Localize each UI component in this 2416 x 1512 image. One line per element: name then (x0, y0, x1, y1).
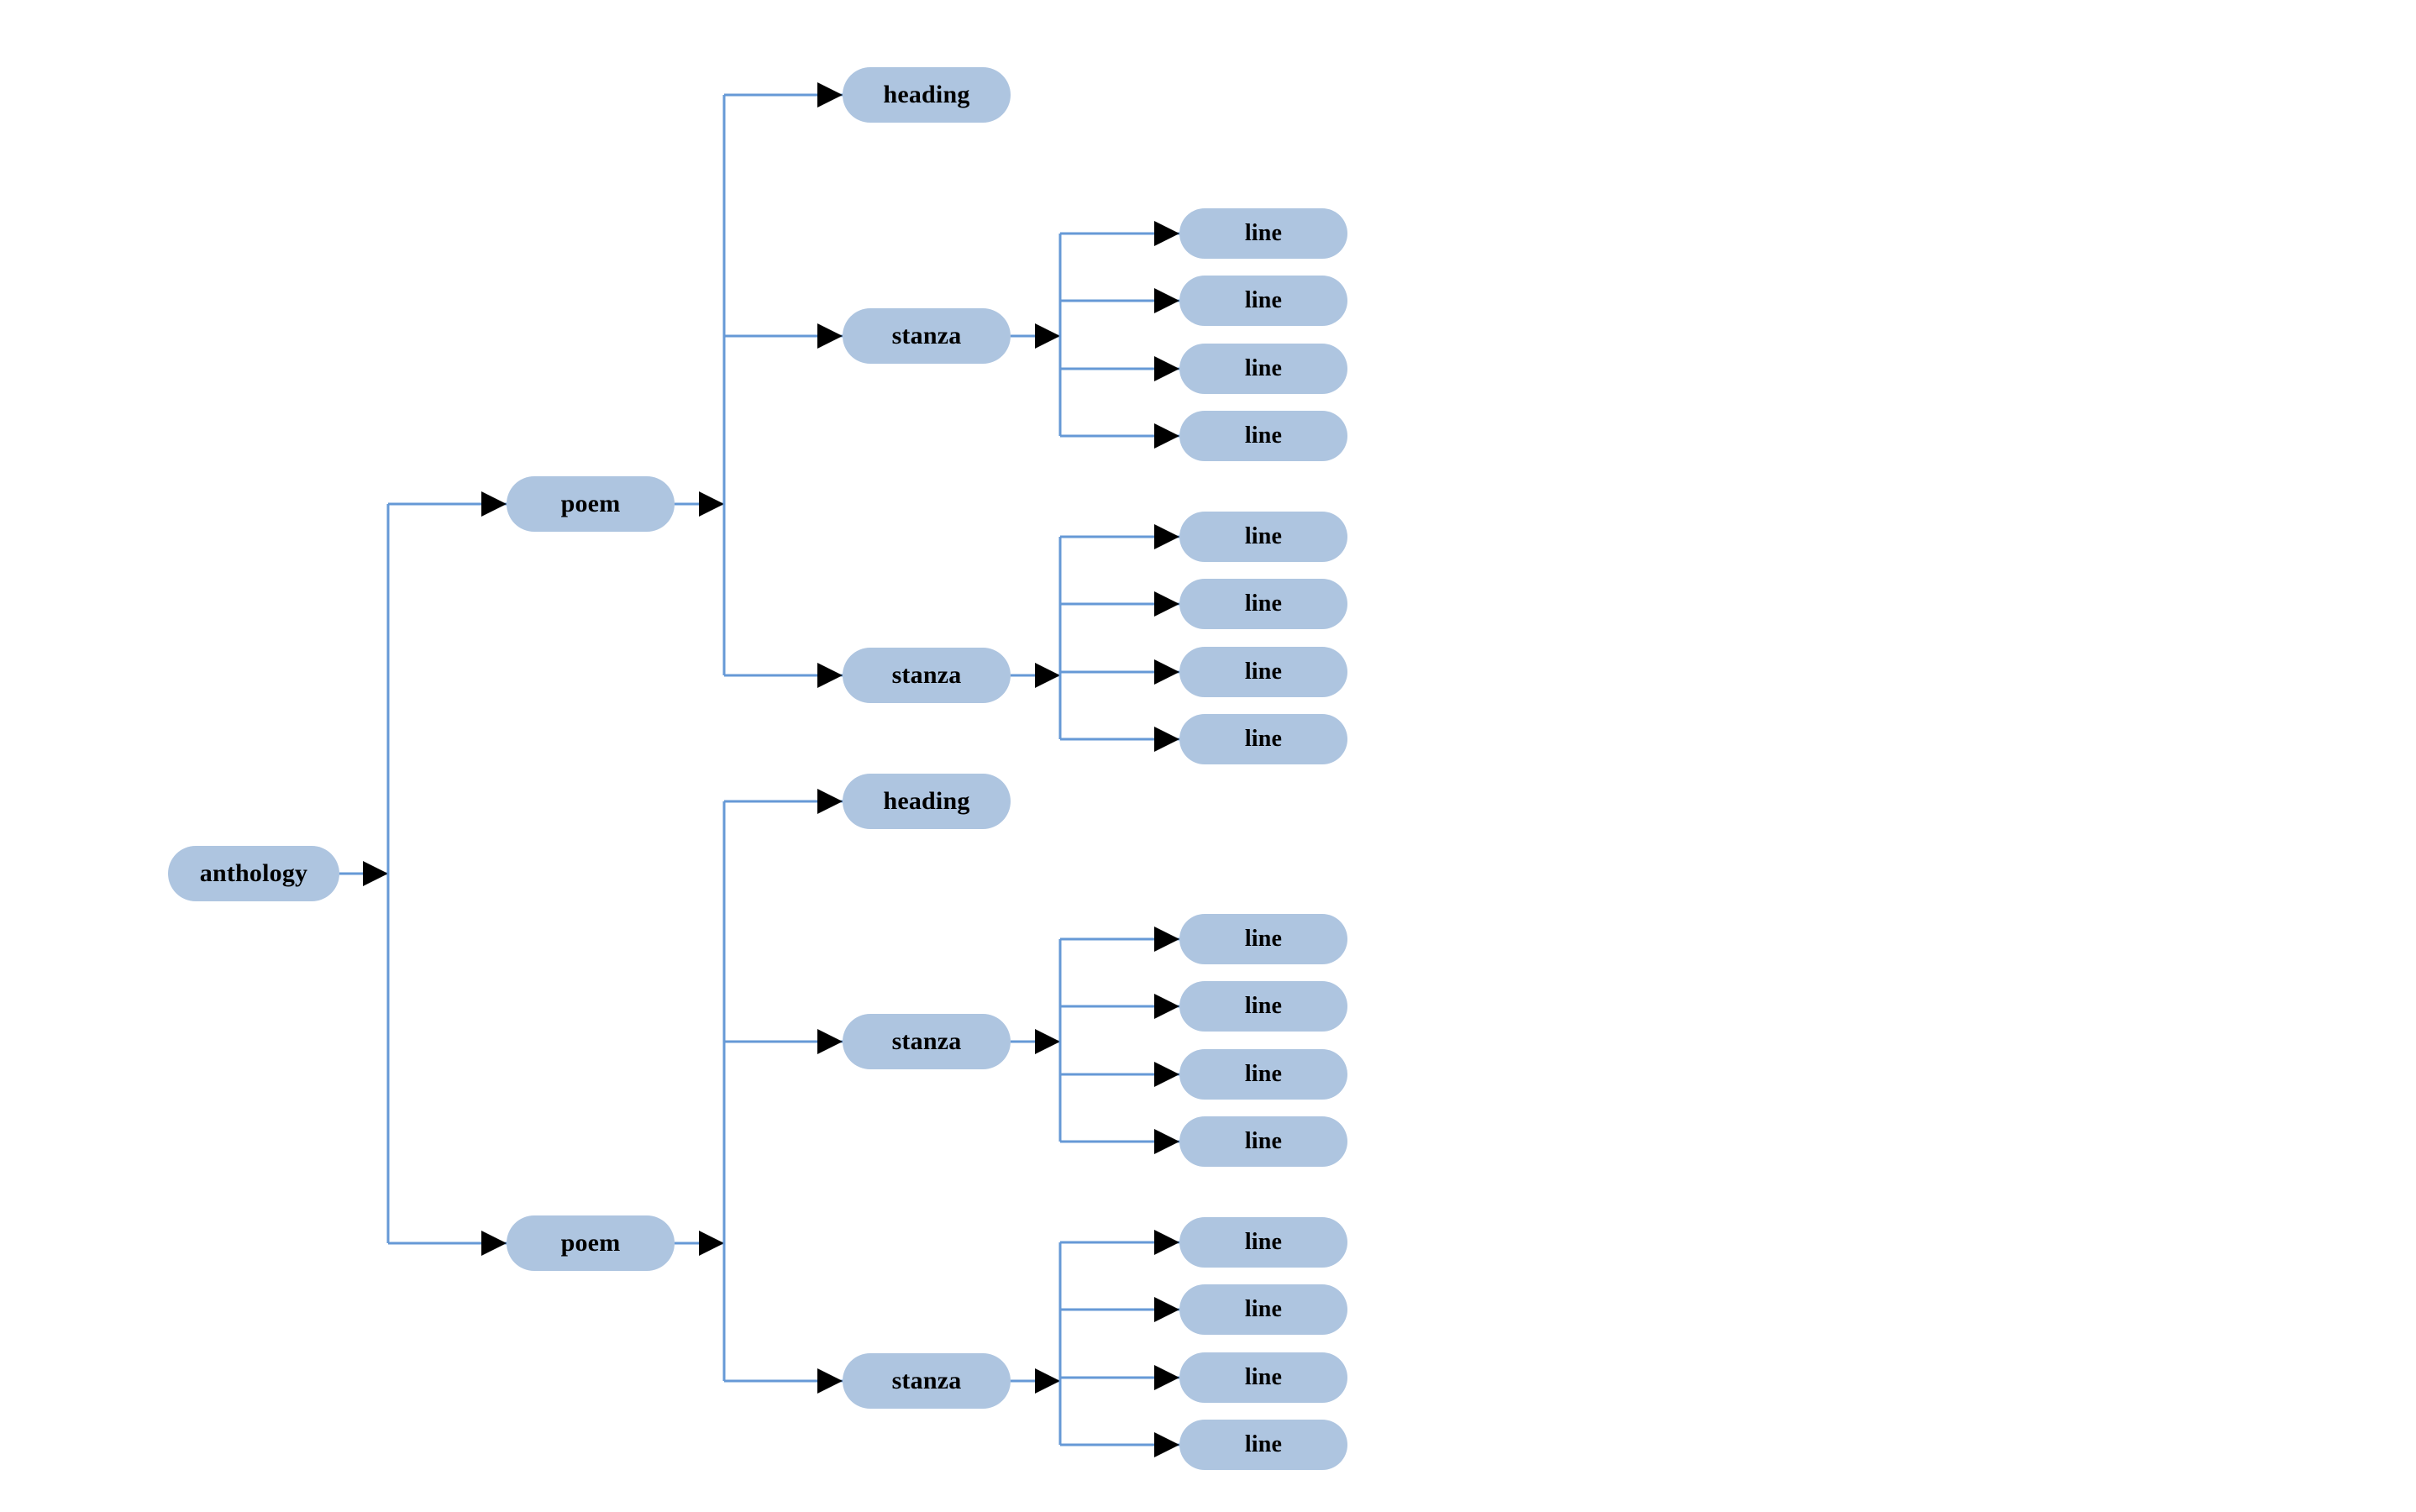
node-label-p2-s1-l4: line (1244, 1128, 1283, 1154)
arrow-head-icon (699, 491, 724, 517)
node-label-p2-stanza1: stanza (891, 1027, 962, 1055)
node-label-p2-s1-l2: line (1244, 993, 1283, 1019)
arrow-head-icon (363, 861, 388, 886)
node-p1-s2-l2[interactable]: line (1179, 579, 1347, 629)
node-label-p1-heading: heading (883, 81, 970, 108)
arrow-head-icon (1035, 323, 1060, 349)
arrow-head-icon (1154, 1129, 1179, 1154)
node-p2-s1-l2[interactable]: line (1179, 981, 1347, 1032)
node-label-p2-s1-l1: line (1244, 926, 1283, 952)
arrow-head-icon (817, 789, 843, 814)
node-label-p1-s1-l4: line (1244, 423, 1283, 449)
arrow-head-icon (817, 323, 843, 349)
arrow-head-icon (1154, 221, 1179, 246)
node-p2-s2-l2[interactable]: line (1179, 1284, 1347, 1335)
arrow-head-icon (1154, 659, 1179, 685)
node-label-p1-s2-l2: line (1244, 591, 1283, 617)
arrow-head-icon (1154, 288, 1179, 313)
arrow-head-icon (1154, 1297, 1179, 1322)
node-p1-s1-l1[interactable]: line (1179, 208, 1347, 259)
node-p1-s1-l2[interactable]: line (1179, 276, 1347, 326)
node-p2-stanza1[interactable]: stanza (843, 1014, 1011, 1069)
node-p1-s1-l3[interactable]: line (1179, 344, 1347, 394)
node-label-p1-s1-l3: line (1244, 355, 1283, 381)
arrow-head-icon (817, 1029, 843, 1054)
node-p1-s1-l4[interactable]: line (1179, 411, 1347, 461)
arrow-head-icon (1035, 1368, 1060, 1394)
node-poem1[interactable]: poem (507, 476, 675, 532)
arrow-head-icon (1154, 1365, 1179, 1390)
arrow-head-icon (481, 1231, 507, 1256)
node-label-p2-stanza2: stanza (891, 1367, 962, 1394)
node-p2-s2-l3[interactable]: line (1179, 1352, 1347, 1403)
node-label-p2-s1-l3: line (1244, 1061, 1283, 1087)
arrow-head-icon (1154, 727, 1179, 752)
node-p2-s1-l3[interactable]: line (1179, 1049, 1347, 1100)
node-p1-s2-l3[interactable]: line (1179, 647, 1347, 697)
node-p2-stanza2[interactable]: stanza (843, 1353, 1011, 1409)
node-anthology[interactable]: anthology (168, 846, 339, 901)
node-label-poem2: poem (560, 1229, 621, 1257)
node-p2-s2-l4[interactable]: line (1179, 1420, 1347, 1470)
node-label-p1-s1-l2: line (1244, 287, 1283, 313)
node-p2-s2-l1[interactable]: line (1179, 1217, 1347, 1268)
arrow-head-icon (1154, 1432, 1179, 1457)
node-p2-s1-l4[interactable]: line (1179, 1116, 1347, 1167)
arrow-head-icon (1154, 994, 1179, 1019)
node-label-poem1: poem (560, 490, 621, 517)
node-label-p2-s2-l3: line (1244, 1364, 1283, 1390)
node-p1-s2-l4[interactable]: line (1179, 714, 1347, 764)
node-p1-stanza1[interactable]: stanza (843, 308, 1011, 364)
node-p2-heading[interactable]: heading (843, 774, 1011, 829)
arrow-head-icon (1154, 356, 1179, 381)
arrow-head-icon (1035, 663, 1060, 688)
node-label-p2-heading: heading (883, 787, 970, 815)
node-label-p1-s2-l1: line (1244, 523, 1283, 549)
node-label-p1-stanza2: stanza (891, 661, 962, 689)
node-p1-stanza2[interactable]: stanza (843, 648, 1011, 703)
node-label-p1-s2-l3: line (1244, 659, 1283, 685)
arrow-head-icon (1035, 1029, 1060, 1054)
node-label-anthology: anthology (199, 859, 308, 887)
arrow-head-icon (1154, 1062, 1179, 1087)
node-label-p2-s2-l4: line (1244, 1431, 1283, 1457)
node-label-p1-s2-l4: line (1244, 726, 1283, 752)
node-p1-heading[interactable]: heading (843, 67, 1011, 123)
arrow-head-icon (1154, 423, 1179, 449)
node-label-p2-s2-l1: line (1244, 1229, 1283, 1255)
arrow-head-icon (699, 1231, 724, 1256)
node-label-p1-stanza1: stanza (891, 322, 962, 349)
arrow-head-icon (1154, 1230, 1179, 1255)
arrow-head-icon (817, 82, 843, 108)
arrow-head-icon (817, 1368, 843, 1394)
arrow-head-icon (1154, 591, 1179, 617)
arrow-head-icon (1154, 524, 1179, 549)
arrow-head-icon (817, 663, 843, 688)
arrow-head-icon (1154, 927, 1179, 952)
node-label-p2-s2-l2: line (1244, 1296, 1283, 1322)
node-poem2[interactable]: poem (507, 1215, 675, 1271)
node-p2-s1-l1[interactable]: line (1179, 914, 1347, 964)
node-label-p1-s1-l1: line (1244, 220, 1283, 246)
arrow-head-icon (481, 491, 507, 517)
node-p1-s2-l1[interactable]: line (1179, 512, 1347, 562)
